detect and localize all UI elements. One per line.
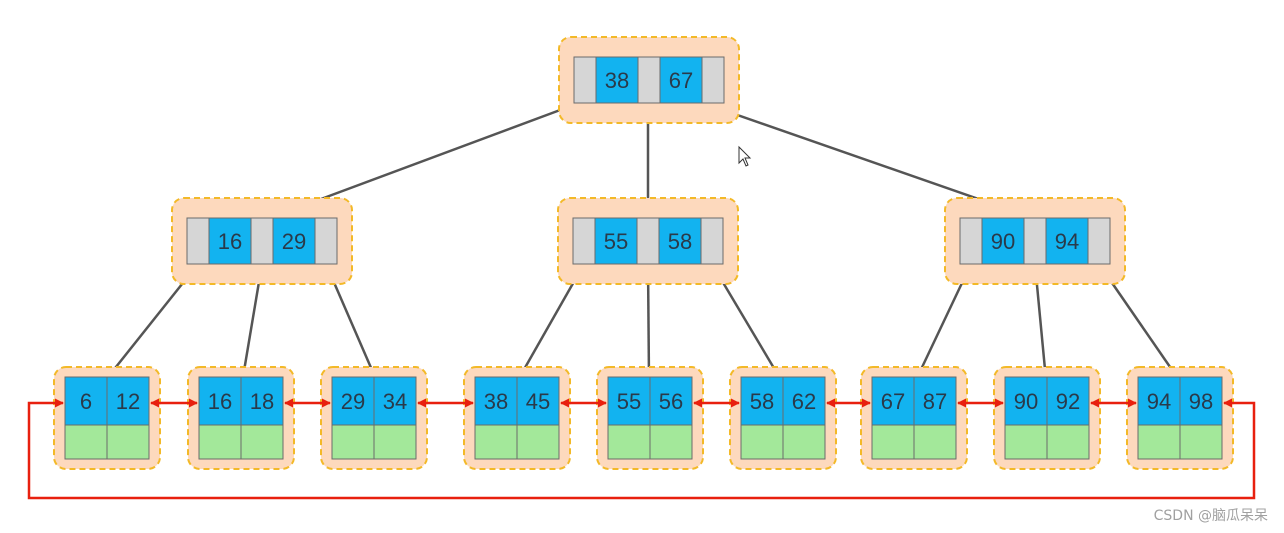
key-label: 55 <box>617 389 641 414</box>
data-cell <box>373 424 417 460</box>
data-cell <box>1137 424 1181 460</box>
key-cell <box>594 217 638 265</box>
data-cell <box>240 424 284 460</box>
pointer-cell <box>700 217 724 265</box>
data-cell <box>106 424 150 460</box>
leaf-node: 38 45 <box>463 366 571 470</box>
key-cell <box>1045 217 1089 265</box>
key-cell <box>981 217 1025 265</box>
pointer-cell <box>573 56 597 104</box>
key-label: 12 <box>116 389 140 414</box>
watermark: CSDN @脑瓜呆呆 <box>1153 508 1268 524</box>
key-label: 16 <box>218 229 242 254</box>
pointer-cell <box>314 217 338 265</box>
key-label: 6 <box>80 389 92 414</box>
leaf-loop-link <box>27 398 1256 500</box>
key-cell <box>272 217 316 265</box>
pointer-cell <box>186 217 210 265</box>
key-label: 16 <box>208 389 232 414</box>
key-label: 67 <box>669 68 693 93</box>
data-cell <box>331 424 375 460</box>
key-label: 18 <box>250 389 274 414</box>
key-cell <box>658 217 702 265</box>
data-cell <box>516 424 560 460</box>
key-label: 58 <box>668 229 692 254</box>
data-cell <box>1046 424 1090 460</box>
leaf-node: 67 87 <box>860 366 968 470</box>
key-cell <box>595 56 639 104</box>
leaf-node: 58 62 <box>729 366 837 470</box>
mouse-cursor-icon <box>738 145 752 167</box>
key-label: 87 <box>923 389 947 414</box>
pointer-cell <box>637 56 661 104</box>
data-cell <box>64 424 108 460</box>
leaf-node: 94 98 <box>1126 366 1234 470</box>
root-node: 38 67 <box>558 36 740 124</box>
data-cell <box>1179 424 1223 460</box>
leaf-node: 29 34 <box>320 366 428 470</box>
pointer-cell <box>250 217 274 265</box>
key-label: 45 <box>526 389 550 414</box>
leaf-node: 6 12 <box>53 366 161 470</box>
key-label: 55 <box>604 229 628 254</box>
leaf-node: 90 92 <box>993 366 1101 470</box>
key-label: 38 <box>605 68 629 93</box>
data-cell <box>474 424 518 460</box>
internal-node: 55 58 <box>557 197 739 285</box>
data-cell <box>913 424 957 460</box>
key-label: 38 <box>484 389 508 414</box>
data-cell <box>871 424 915 460</box>
leaf-node: 55 56 <box>596 366 704 470</box>
key-label: 94 <box>1147 389 1171 414</box>
key-label: 58 <box>750 389 774 414</box>
pointer-cell <box>959 217 983 265</box>
internal-node: 90 94 <box>944 197 1126 285</box>
key-label: 90 <box>1014 389 1038 414</box>
key-label: 56 <box>659 389 683 414</box>
key-cell <box>208 217 252 265</box>
key-label: 67 <box>881 389 905 414</box>
data-cell <box>740 424 784 460</box>
pointer-cell <box>636 217 660 265</box>
key-label: 90 <box>991 229 1015 254</box>
key-label: 92 <box>1056 389 1080 414</box>
key-label: 34 <box>383 389 407 414</box>
key-label: 98 <box>1189 389 1213 414</box>
pointer-cell <box>572 217 596 265</box>
key-label: 29 <box>341 389 365 414</box>
key-label: 94 <box>1055 229 1079 254</box>
pointer-cell <box>1023 217 1047 265</box>
pointer-cell <box>701 56 725 104</box>
data-cell <box>607 424 651 460</box>
pointer-cell <box>1087 217 1111 265</box>
data-cell <box>1004 424 1048 460</box>
data-cell <box>649 424 693 460</box>
key-label: 29 <box>282 229 306 254</box>
data-cell <box>198 424 242 460</box>
data-cell <box>782 424 826 460</box>
key-label: 62 <box>792 389 816 414</box>
